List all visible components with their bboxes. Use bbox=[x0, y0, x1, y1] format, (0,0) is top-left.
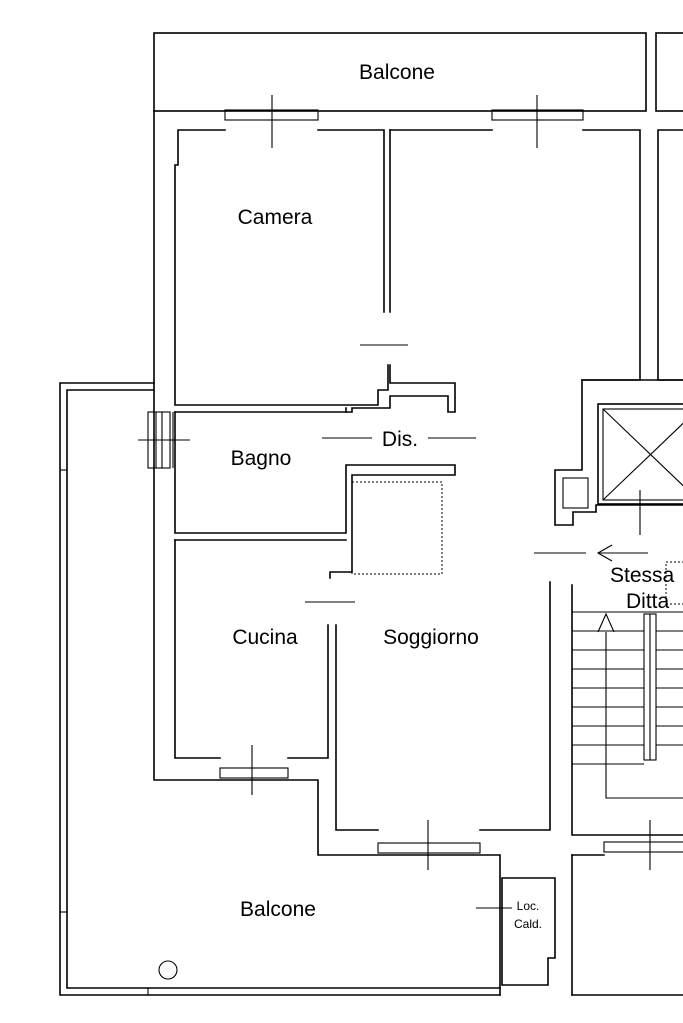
room-right-upper bbox=[657, 129, 683, 381]
room-camera bbox=[174, 95, 641, 406]
label-stessa: Stessa bbox=[610, 564, 675, 587]
label-dis: Dis. bbox=[382, 428, 418, 451]
label-bagno: Bagno bbox=[231, 447, 292, 470]
label-cucina: Cucina bbox=[232, 626, 298, 649]
room-soggiorno bbox=[335, 544, 648, 870]
room-cucina bbox=[174, 539, 355, 795]
label-loc: Loc. bbox=[517, 899, 540, 913]
corridor bbox=[174, 364, 476, 439]
label-balcone-top: Balcone bbox=[359, 61, 435, 84]
room-bagno bbox=[138, 411, 456, 579]
label-soggiorno: Soggiorno bbox=[383, 626, 479, 649]
label-camera: Camera bbox=[238, 206, 313, 229]
room-right-lower bbox=[571, 820, 683, 996]
elevator-shaft bbox=[554, 379, 683, 535]
label-ditta: Ditta bbox=[626, 590, 670, 613]
label-balcone-bottom: Balcone bbox=[240, 898, 316, 921]
dashed-cabinet bbox=[351, 481, 443, 575]
room-loc-cald bbox=[476, 877, 556, 986]
label-cald: Cald. bbox=[514, 917, 542, 931]
outer-walls bbox=[59, 32, 683, 996]
staircase bbox=[571, 561, 683, 836]
drain-circle bbox=[158, 960, 178, 980]
